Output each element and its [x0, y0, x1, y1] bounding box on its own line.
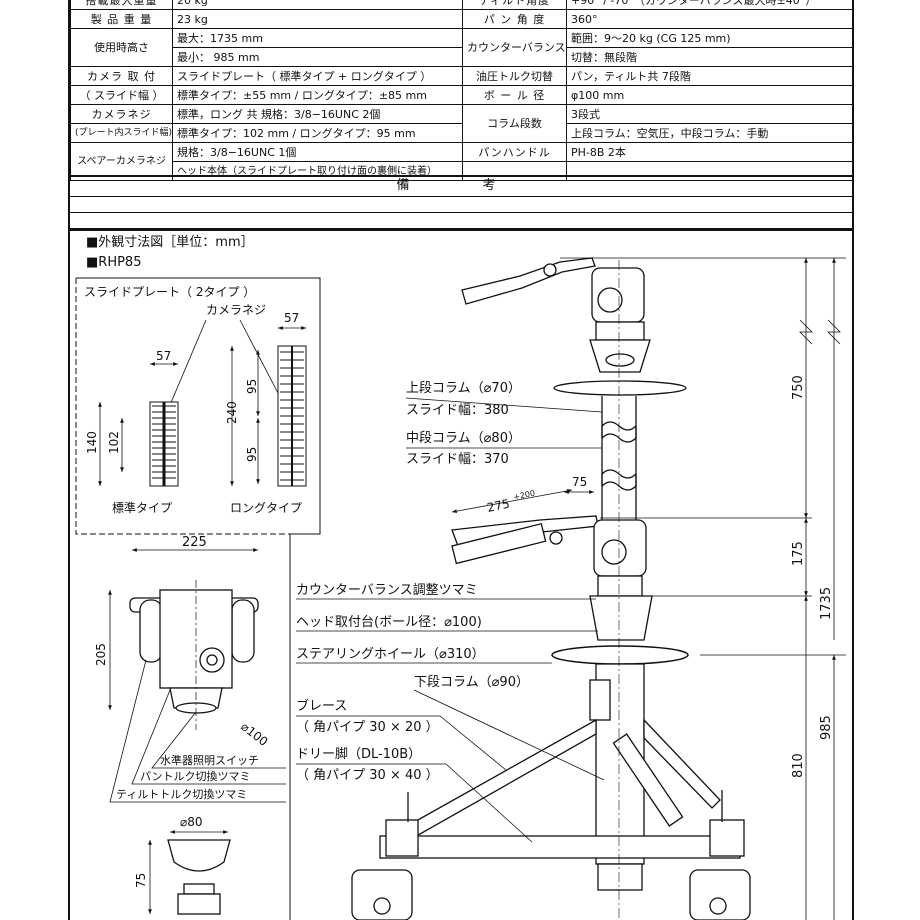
dim-140: 140 [85, 431, 99, 454]
spec-table: 搭載最大重量 20 kg ティルト角度 +90° / -70°（カウンターバラン… [70, 0, 853, 181]
dim-75-a: 75 [134, 873, 148, 888]
remarks-row [70, 196, 852, 213]
dim-75-b: 75 [572, 475, 587, 489]
spec-label: カウンターバランス [462, 28, 567, 67]
brace-spec: （ 角パイプ 30 × 20 ） [296, 720, 439, 735]
steering-wheel [551, 645, 689, 665]
upper-column-label: 上段コラム（⌀70） [406, 381, 521, 396]
spec-value: 範囲：9〜20 kg (CG 125 mm) [566, 28, 853, 48]
steering-label: ステアリングホイール（⌀310） [296, 647, 485, 662]
leader-line [445, 763, 533, 843]
dim-57-std: 57 [156, 349, 171, 363]
dim-1735: 1735 [819, 587, 834, 620]
leader-line [413, 689, 605, 781]
standard-plate [149, 401, 179, 487]
pedestal-head-lower [451, 515, 653, 641]
spec-value: 上段コラム：空気圧，中段コラム：手動 [566, 123, 853, 143]
dim-175: 175 [791, 541, 806, 566]
tilt-knob-label: ティルトトルク切換ツマミ [116, 788, 247, 801]
spec-row-mount-2: （ スライド幅 ） 標準タイプ：±55 mm / ロングタイプ：±85 mm ボ… [70, 85, 853, 105]
leader-line [131, 689, 286, 785]
brace-label: ブレース [296, 698, 347, 714]
dim-102: 102 [107, 431, 121, 454]
divider [68, 175, 854, 177]
level-switch-label: 水準器照明スイッチ [160, 753, 259, 767]
dim-275: 275 [486, 496, 511, 514]
spec-label: 製 品 重 量 [70, 9, 173, 29]
remarks-heading: 備 考 [70, 176, 852, 197]
upper-slide-label: スライド幅：380 [406, 403, 509, 418]
dim-225: 225 [182, 535, 207, 550]
head-mount-label: ヘッド取付台(ボール径：⌀100) [296, 615, 482, 630]
spec-label: 油圧トルク切替 [462, 66, 567, 86]
slide-box-title: スライドプレート（ 2タイプ ） [84, 285, 255, 299]
remarks-row [70, 212, 852, 229]
ball-mount-view [167, 839, 231, 915]
dim-810: 810 [791, 753, 806, 778]
spec-row-height: 使用時高さ 最大：1735 mm カウンターバランス 範囲：9〜20 kg (C… [70, 28, 853, 67]
dim-57-long: 57 [284, 311, 299, 325]
dim-275-sup: +200 [513, 489, 536, 502]
spec-label: カメラ 取 付 [70, 66, 173, 86]
spec-value: 標準，ロング 共 規格：3/8−16UNC 2個 [172, 104, 463, 124]
slide-plate-box [76, 277, 321, 920]
spec-value: 規格：3/8−16UNC 1個 [172, 142, 463, 162]
dim-95-a: 95 [245, 379, 259, 394]
leader-line [169, 319, 207, 406]
mid-column-label: 中段コラム（⌀80） [406, 431, 521, 446]
std-type-label: 標準タイプ [112, 500, 172, 515]
counter-knob-label: カウンターバランス調整ツマミ [296, 583, 478, 598]
spec-value: 切替：無段階 [566, 47, 853, 67]
dim-240: 240 [225, 401, 239, 424]
model-name: ■RHP85 [86, 255, 141, 270]
spec-value: 360° [566, 9, 853, 29]
box-divider [75, 278, 290, 535]
leader-line [439, 715, 507, 771]
dim-phi100: ⌀100 [238, 719, 270, 749]
divider [68, 229, 854, 231]
lower-column-label: 下段コラム（⌀90） [414, 675, 529, 690]
page-frame [68, 0, 854, 920]
long-plate [277, 345, 307, 487]
spec-value: 標準タイプ：102 mm / ロングタイプ：95 mm [172, 123, 463, 143]
dim-line [451, 488, 573, 514]
spec-value: 標準タイプ：±55 mm / ロングタイプ：±85 mm [172, 85, 463, 105]
spec-row-height-2: 最小： 985 mm 切替：無段階 [71, 47, 853, 67]
leader-line [405, 397, 603, 413]
dolly-spec: （ 角パイプ 30 × 40 ） [296, 768, 439, 783]
long-type-label: ロングタイプ [230, 501, 302, 515]
drawing-title: ■外観寸法図［単位：mm］ [86, 234, 254, 250]
pedestal-head-top [461, 257, 687, 396]
leader-line [151, 711, 286, 769]
spec-value: PH-8B 2本 [566, 142, 853, 162]
spec-label: パンハンドル [462, 142, 567, 162]
spec-label: ボ ー ル 径 [462, 85, 567, 105]
dolly-label: ドリー脚（DL-10B） [296, 746, 421, 762]
spec-label: スペアーカメラネジ [70, 142, 173, 181]
spec-row-weight: 製 品 重 量 23 kg パ ン 角 度 360° [70, 9, 853, 29]
dim-95-b: 95 [245, 447, 259, 462]
spec-row-screw-2: (プレート内スライド幅) 標準タイプ：102 mm / ロングタイプ：95 mm… [70, 123, 853, 143]
break-mark [799, 319, 813, 345]
break-mark [827, 319, 841, 345]
dim-750: 750 [791, 375, 806, 400]
pan-knob-label: パントルク切換ツマミ [140, 770, 251, 783]
dim-205: 205 [94, 643, 108, 666]
spec-label: コラム段数 [462, 104, 567, 143]
spec-value: スライドプレート（ 標準タイプ + ロングタイプ ） [172, 66, 463, 86]
dim-phi80: ⌀80 [180, 815, 203, 829]
extension-lines [560, 257, 846, 656]
camera-screw-label: カメラネジ [206, 303, 266, 317]
dim-985: 985 [819, 715, 834, 740]
spec-label: （ スライド幅 ） [70, 85, 173, 105]
spec-row-mount: カメラ 取 付 スライドプレート（ 標準タイプ + ロングタイプ ） 油圧トルク… [70, 66, 853, 86]
spec-label: 使用時高さ [70, 28, 173, 67]
mid-slide-label: スライド幅：370 [406, 452, 509, 467]
leader-line [109, 659, 286, 803]
head-front-view [129, 589, 259, 714]
dolly-legs [351, 718, 751, 920]
spec-row-spare: スペアーカメラネジ 規格：3/8−16UNC 1個 パンハンドル PH-8B 2… [70, 142, 853, 181]
